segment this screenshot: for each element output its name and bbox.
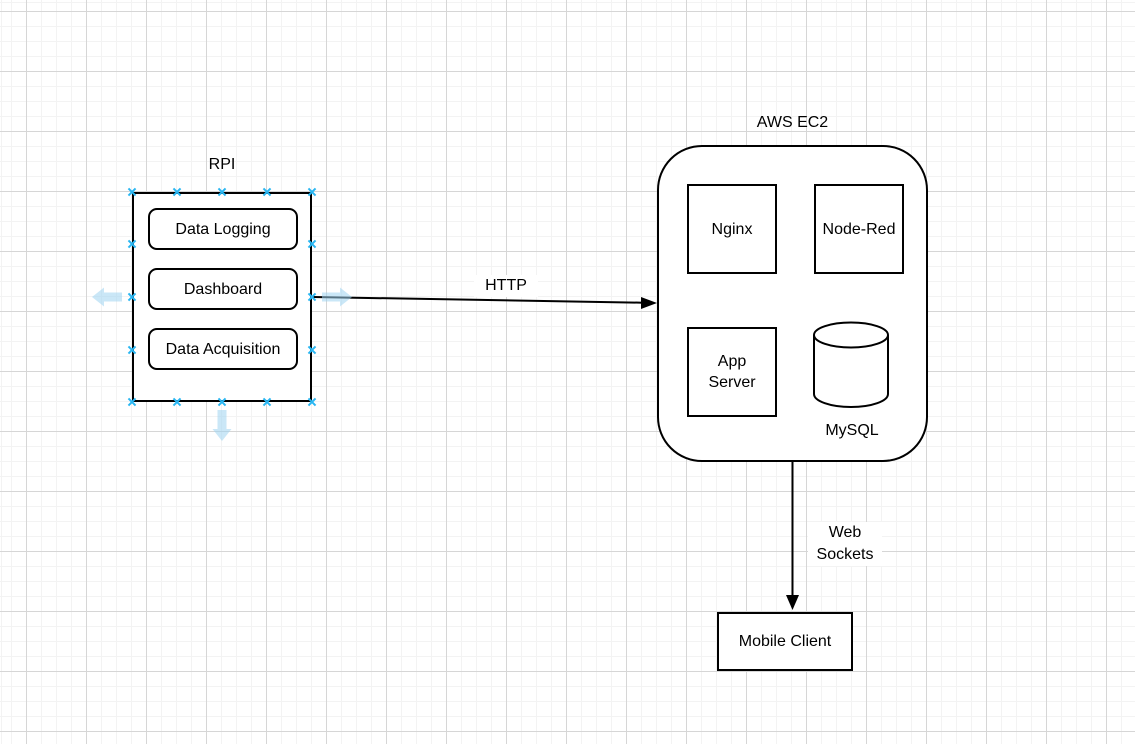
connection-point[interactable] bbox=[127, 187, 137, 197]
http-edge[interactable] bbox=[312, 296, 657, 309]
node-data-logging[interactable]: Data Logging bbox=[148, 208, 298, 250]
rpi-group[interactable]: Data Logging Dashboard Data Acquisition bbox=[132, 192, 312, 402]
node-dashboard[interactable]: Dashboard bbox=[148, 268, 298, 310]
connection-point[interactable] bbox=[307, 345, 317, 355]
node-app-server-label: App Server bbox=[708, 353, 756, 391]
aws-ec2-group-label: AWS EC2 bbox=[756, 114, 829, 131]
connection-point[interactable] bbox=[307, 397, 317, 407]
connection-point[interactable] bbox=[262, 187, 272, 197]
connection-point[interactable] bbox=[307, 187, 317, 197]
connection-point[interactable] bbox=[127, 292, 137, 302]
node-app-server[interactable]: App Server bbox=[687, 327, 777, 417]
node-mobile-client-label: Mobile Client bbox=[738, 633, 832, 650]
direction-arrow-left-icon[interactable] bbox=[92, 287, 122, 307]
node-data-acquisition-label: Data Acquisition bbox=[165, 340, 281, 358]
connection-point[interactable] bbox=[127, 397, 137, 407]
node-mobile-client[interactable]: Mobile Client bbox=[717, 612, 853, 671]
connection-point[interactable] bbox=[172, 187, 182, 197]
connection-point[interactable] bbox=[307, 239, 317, 249]
mysql-database-icon[interactable] bbox=[812, 321, 890, 409]
connection-point[interactable] bbox=[172, 397, 182, 407]
node-nginx-label: Nginx bbox=[711, 220, 753, 238]
http-edge-label[interactable]: HTTP bbox=[474, 275, 538, 297]
node-node-red-label: Node-Red bbox=[822, 220, 896, 238]
connection-point[interactable] bbox=[262, 397, 272, 407]
rpi-group-label: RPI bbox=[208, 156, 236, 173]
mysql-label: MySQL bbox=[825, 422, 879, 439]
node-nginx[interactable]: Nginx bbox=[687, 184, 777, 274]
aws-ec2-group[interactable]: Nginx Node-Red App Server MySQL bbox=[657, 145, 928, 462]
connection-point[interactable] bbox=[217, 397, 227, 407]
node-node-red[interactable]: Node-Red bbox=[814, 184, 904, 274]
direction-arrow-down-icon[interactable] bbox=[212, 410, 232, 441]
websockets-edge-label[interactable]: Web Sockets bbox=[808, 522, 882, 566]
node-dashboard-label: Dashboard bbox=[183, 280, 263, 298]
websockets-edge[interactable] bbox=[786, 462, 799, 610]
connection-point[interactable] bbox=[307, 292, 317, 302]
connection-point[interactable] bbox=[127, 239, 137, 249]
node-data-acquisition[interactable]: Data Acquisition bbox=[148, 328, 298, 370]
connection-point[interactable] bbox=[127, 345, 137, 355]
connection-point[interactable] bbox=[217, 187, 227, 197]
node-data-logging-label: Data Logging bbox=[175, 220, 271, 238]
direction-arrow-right-icon[interactable] bbox=[322, 287, 352, 307]
